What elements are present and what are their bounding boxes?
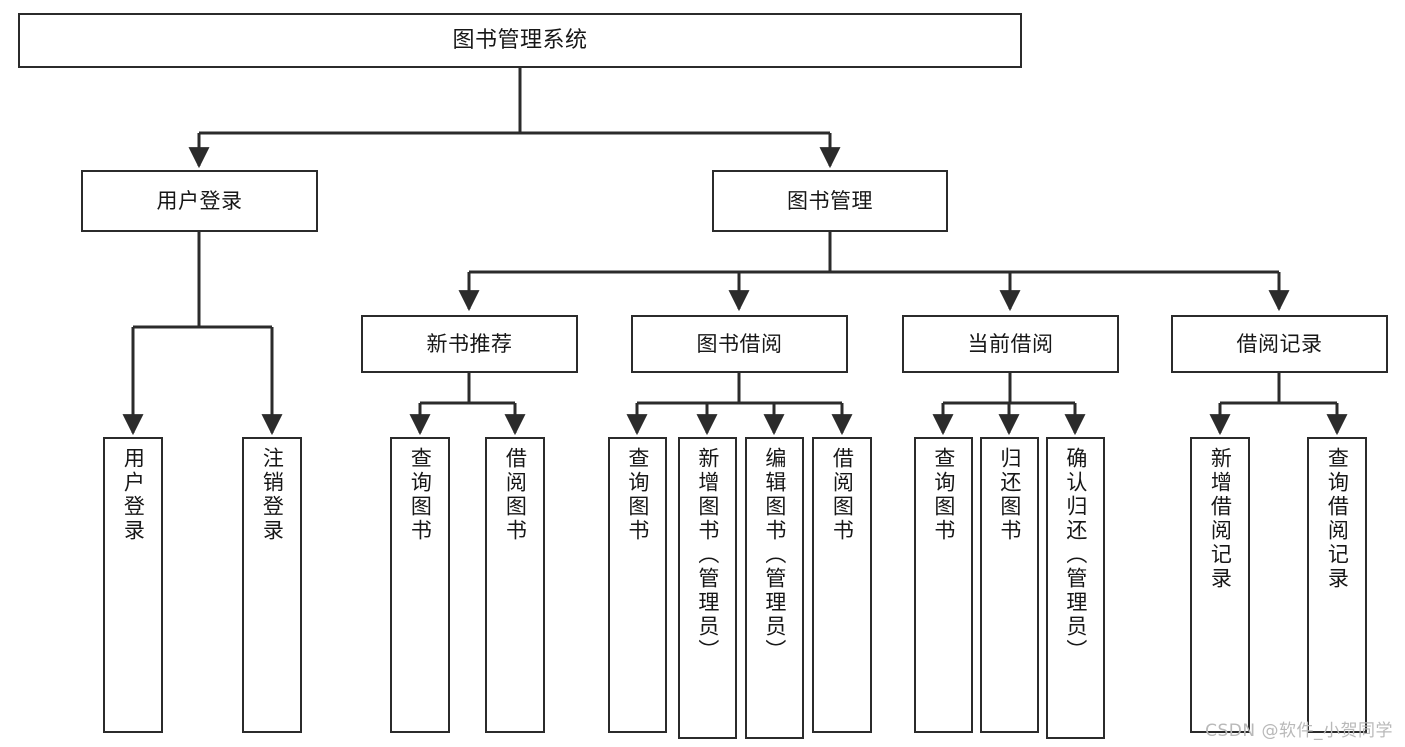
leaf-query-book-1-label: 查询图书 [408, 447, 433, 543]
node-new-book-recommend-label: 新书推荐 [426, 331, 513, 356]
leaf-borrow-book-1-label: 借阅图书 [503, 447, 528, 543]
leaf-add-record[interactable]: 新增借阅记录 [1190, 437, 1250, 733]
leaf-borrow-book-2-label: 借阅图书 [830, 447, 855, 543]
node-book-manage[interactable]: 图书管理 [712, 170, 948, 232]
leaf-query-book-3-label: 查询图书 [931, 447, 956, 543]
node-user-login[interactable]: 用户登录 [81, 170, 318, 232]
leaf-add-book[interactable]: 新增图书（管理员） [678, 437, 737, 739]
leaf-edit-book-label: 编辑图书（管理员） [762, 447, 787, 663]
node-current-borrow[interactable]: 当前借阅 [902, 315, 1119, 373]
node-borrow-record-label: 借阅记录 [1236, 331, 1323, 356]
node-new-book-recommend[interactable]: 新书推荐 [361, 315, 578, 373]
node-current-borrow-label: 当前借阅 [967, 331, 1054, 356]
node-borrow-record[interactable]: 借阅记录 [1171, 315, 1388, 373]
leaf-confirm-return-label: 确认归还（管理员） [1063, 447, 1088, 663]
leaf-return-book[interactable]: 归还图书 [980, 437, 1039, 733]
node-user-login-label: 用户登录 [156, 188, 243, 213]
leaf-logout[interactable]: 注销登录 [242, 437, 302, 733]
leaf-query-book-2[interactable]: 查询图书 [608, 437, 667, 733]
leaf-add-record-label: 新增借阅记录 [1208, 447, 1233, 591]
leaf-query-record[interactable]: 查询借阅记录 [1307, 437, 1367, 733]
leaf-query-book-3[interactable]: 查询图书 [914, 437, 973, 733]
leaf-borrow-book-1[interactable]: 借阅图书 [485, 437, 545, 733]
leaf-query-record-label: 查询借阅记录 [1325, 447, 1350, 591]
leaf-add-book-label: 新增图书（管理员） [695, 447, 720, 663]
leaf-user-login-label: 用户登录 [121, 447, 146, 543]
leaf-edit-book[interactable]: 编辑图书（管理员） [745, 437, 804, 739]
leaf-return-book-label: 归还图书 [997, 447, 1022, 543]
node-book-borrow-label: 图书借阅 [696, 331, 783, 356]
leaf-borrow-book-2[interactable]: 借阅图书 [812, 437, 872, 733]
leaf-logout-label: 注销登录 [260, 447, 285, 543]
leaf-confirm-return[interactable]: 确认归还（管理员） [1046, 437, 1105, 739]
node-root-label: 图书管理系统 [452, 27, 588, 53]
leaf-query-book-1[interactable]: 查询图书 [390, 437, 450, 733]
node-root[interactable]: 图书管理系统 [18, 13, 1022, 68]
leaf-query-book-2-label: 查询图书 [625, 447, 650, 543]
node-book-manage-label: 图书管理 [787, 188, 873, 213]
csdn-watermark: CSDN @软件_小贺同学 [1205, 721, 1393, 741]
node-book-borrow[interactable]: 图书借阅 [631, 315, 848, 373]
leaf-user-login[interactable]: 用户登录 [103, 437, 163, 733]
